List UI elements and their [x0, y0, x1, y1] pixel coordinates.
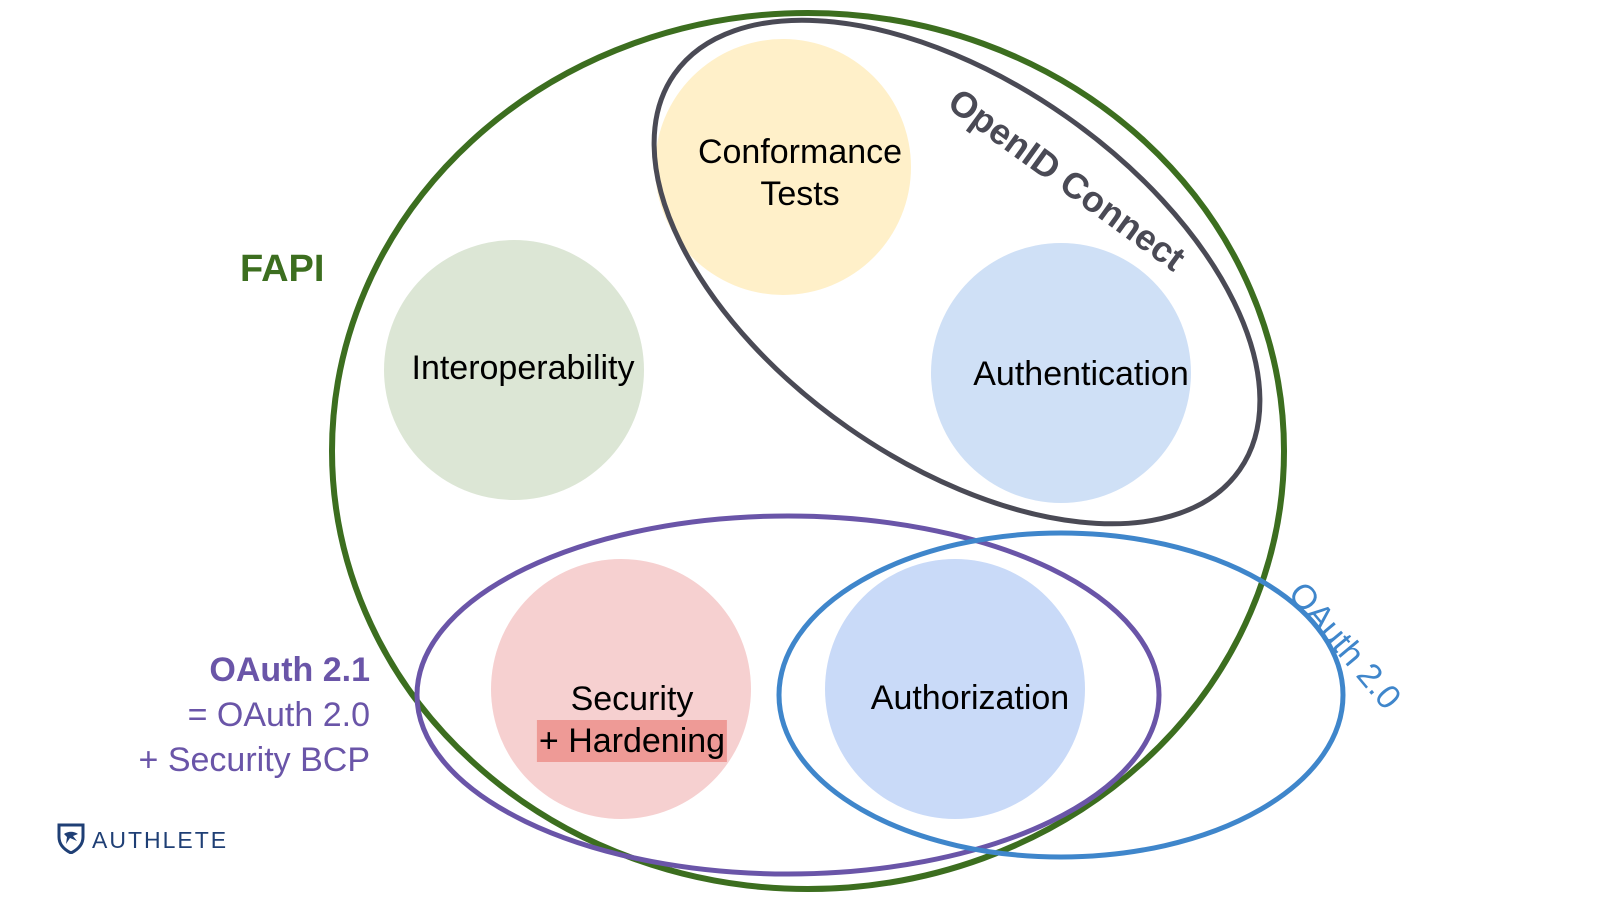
authorization-circle: [825, 559, 1085, 819]
hardening-highlight: + Hardening: [536, 720, 728, 762]
oauth21-line3: + Security BCP: [138, 741, 370, 779]
oauth21-ellipse: [414, 513, 1162, 877]
fapi-label: FAPI: [240, 248, 325, 290]
security-hardening-label: Security + Hardening: [536, 678, 728, 762]
oauth21-line2: = OAuth 2.0: [187, 696, 370, 734]
authentication-circle: [931, 243, 1191, 503]
security-line1: Security: [570, 680, 694, 718]
interoperability-label: Interoperability: [411, 349, 635, 387]
authlete-brand: AUTHLETE: [56, 820, 228, 860]
oauth21-title: OAuth 2.1: [209, 651, 370, 689]
openid-connect-ellipse: [651, 17, 1263, 527]
interoperability-circle: [384, 240, 644, 500]
authorization-label: Authorization: [870, 679, 1070, 717]
conformance-tests-label: Conformance Tests: [698, 131, 902, 215]
conformance-line1: Conformance: [697, 133, 903, 171]
conformance-tests-circle: [655, 39, 911, 295]
oauth20-ellipse: [776, 530, 1346, 860]
fapi-ellipse: [329, 10, 1287, 892]
authlete-logo-icon: [56, 822, 86, 859]
authlete-brand-text: AUTHLETE: [92, 826, 229, 853]
conformance-line2: Tests: [760, 175, 840, 213]
authentication-label: Authentication: [973, 355, 1189, 393]
oauth21-label: OAuth 2.1 = OAuth 2.0 + Security BCP: [139, 648, 370, 783]
